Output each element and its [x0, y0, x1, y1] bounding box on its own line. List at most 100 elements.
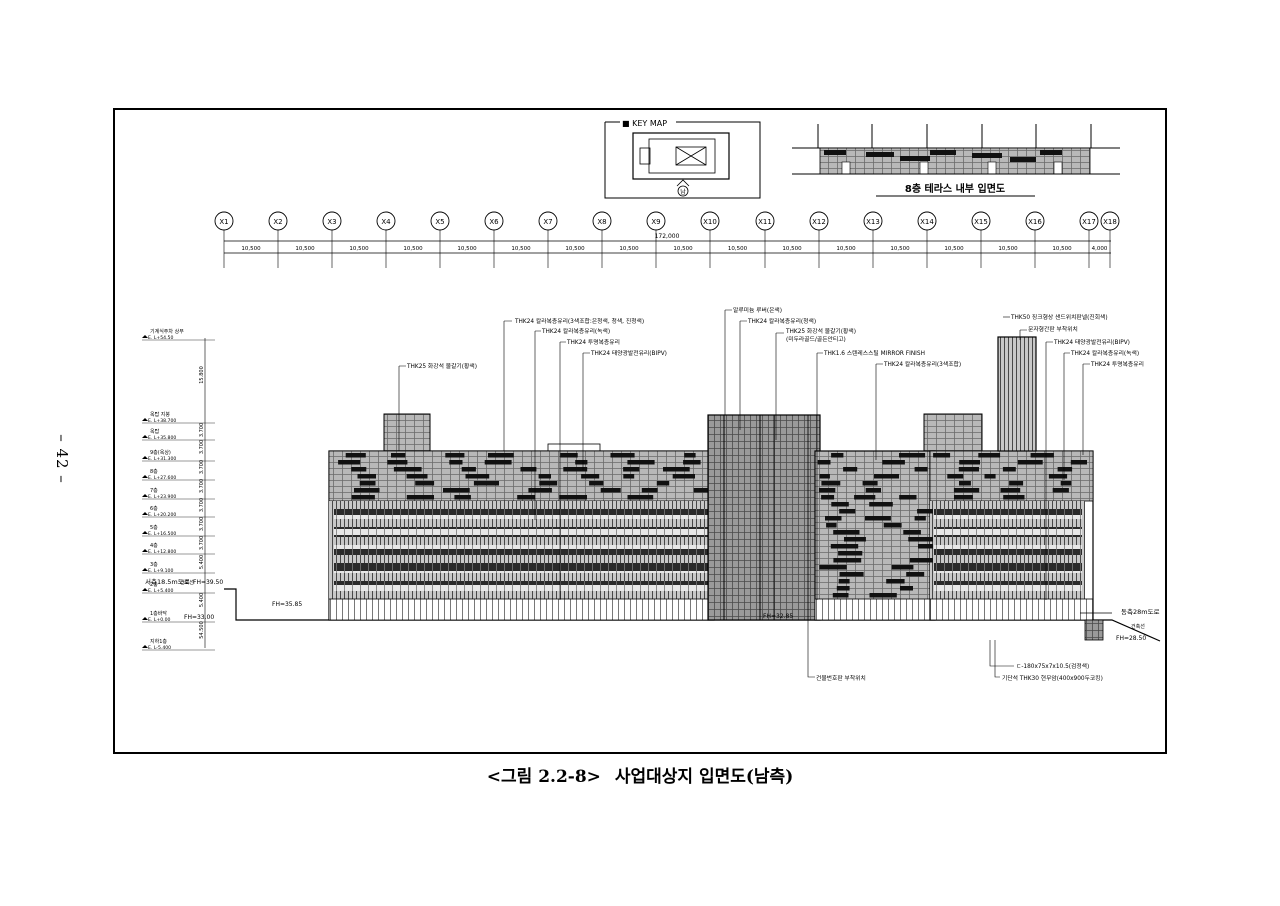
glass-panel [473, 481, 499, 486]
glass-panel [914, 516, 926, 521]
level-name: 지하1층 [150, 638, 167, 645]
span-dimension: 10,500 [349, 246, 369, 252]
glass-panel [1002, 467, 1016, 472]
level-symbol [142, 568, 148, 571]
grid-label: X10 [703, 218, 717, 226]
material-notes: THK25 화강석 물갈기(황색)THK24 칼라복층유리(3색조합:은청색, … [406, 306, 1144, 682]
glass-panel [559, 495, 587, 500]
vertical-dimension: 3.700 [199, 423, 205, 437]
level-name: 9층(옥상) [150, 449, 171, 456]
material-note: 알루미늄 루버(은색) [733, 306, 782, 314]
span-dimension: 10,500 [782, 246, 802, 252]
glass-panel [865, 488, 881, 493]
glass-panel [1003, 495, 1025, 500]
glass-panel [345, 453, 366, 458]
glass-panel [600, 488, 621, 493]
glass-panel [387, 460, 408, 465]
level-symbol [142, 531, 148, 534]
grid-label: X11 [758, 218, 772, 226]
material-note: THK24 투명복층유리 [566, 338, 620, 346]
span-dimension: 10,500 [565, 246, 585, 252]
fh-32: FH=32.85 [763, 613, 793, 620]
fh-33: FH=33.00 [184, 614, 214, 621]
glass-panel [844, 537, 866, 542]
east-middle-block [814, 450, 936, 621]
glass-panel [821, 495, 835, 500]
glass-panel [406, 474, 428, 479]
glass-panel [959, 460, 980, 465]
level-elevation: E. L+27.600 [148, 475, 176, 481]
glass-panel [953, 488, 980, 493]
glass-panel [954, 495, 973, 500]
glass-panel [393, 467, 422, 472]
boundary-west: 건축선 [180, 579, 194, 586]
glass-panel [1030, 453, 1054, 458]
glass-panel [406, 495, 434, 500]
glass-panel [684, 453, 696, 458]
vertical-dimension: 54.500 [199, 621, 205, 639]
level-elevation: E. L+38.700 [148, 418, 176, 424]
glass-panel [1052, 488, 1069, 493]
glass-panel [465, 474, 490, 479]
level-symbol [142, 645, 148, 648]
glass-panel [918, 544, 933, 549]
level-symbol [142, 494, 148, 497]
glass-panel [484, 460, 512, 465]
grid-label: X4 [381, 218, 391, 226]
grid-label: X7 [543, 218, 552, 226]
glass-panel [832, 593, 849, 598]
glass-panel [869, 502, 893, 507]
span-dimension: 10,500 [998, 246, 1018, 252]
grid-label: X15 [974, 218, 988, 226]
level-elevation: E. L+20.200 [148, 512, 176, 518]
grid-label: X9 [651, 218, 660, 226]
glass-panel [520, 467, 537, 472]
glass-panel [843, 467, 858, 472]
fh-east: FH=28.50 [1116, 635, 1146, 642]
glass-panel [563, 467, 588, 472]
glass-panel [906, 572, 925, 577]
span-dimension: 10,500 [1052, 246, 1072, 252]
material-note: THK24 칼라복층유리(3색조합:은청색, 청색, 진청색) [514, 317, 644, 325]
material-note: THK24 칼라복층유리(녹색) [541, 327, 610, 335]
total-dimension: 172,000 [655, 233, 680, 240]
material-note: THK24 칼라복층유리(녹색) [1070, 349, 1139, 357]
glass-panel [836, 586, 850, 591]
vertical-dimension: 3.700 [199, 498, 205, 512]
vertical-dimension: 15.800 [199, 366, 205, 384]
level-name: 8층 [150, 468, 158, 475]
glass-panel [672, 474, 695, 479]
central-tower [707, 414, 821, 621]
glass-panel [819, 474, 830, 479]
glass-panel [391, 453, 406, 458]
grid-label: X14 [920, 218, 934, 226]
glass-panel [865, 516, 891, 521]
figure-number: <그림 2.2-8> [486, 767, 601, 787]
vertical-dimension: 3.700 [199, 536, 205, 550]
span-dimension: 10,500 [295, 246, 315, 252]
glass-panel [914, 467, 928, 472]
glass-panel [449, 460, 463, 465]
vertical-dimension: 3.700 [199, 440, 205, 454]
key-map-title: ■ KEY MAP [622, 119, 667, 128]
glass-panel [454, 495, 471, 500]
material-note: 건물번호판 부착위치 [816, 674, 866, 682]
level-symbol [142, 588, 148, 591]
glass-panel [1057, 467, 1073, 472]
glass-panel [818, 488, 836, 493]
leader-lines [398, 309, 1090, 678]
level-elevation: E. L+35.800 [148, 435, 176, 441]
level-name: 옥탑 지붕 [150, 411, 170, 418]
glass-panel [1060, 481, 1072, 486]
glass-panel [517, 495, 536, 500]
span-dimension: 10,500 [890, 246, 910, 252]
terrace-elevation: 8층 테라스 내부 입면도 [792, 124, 1120, 197]
material-note: THK24 태양광발전유리(BIPV) [1053, 338, 1130, 346]
grid-label: X8 [597, 218, 606, 226]
grid-label: X1 [219, 218, 228, 226]
glass-panel [886, 579, 905, 584]
material-note: (미두라골드/골든안티고) [786, 335, 846, 343]
level-elevation: E. L+16.500 [148, 531, 176, 537]
level-name: 2층 [150, 581, 158, 588]
span-dimension: 10,500 [619, 246, 639, 252]
